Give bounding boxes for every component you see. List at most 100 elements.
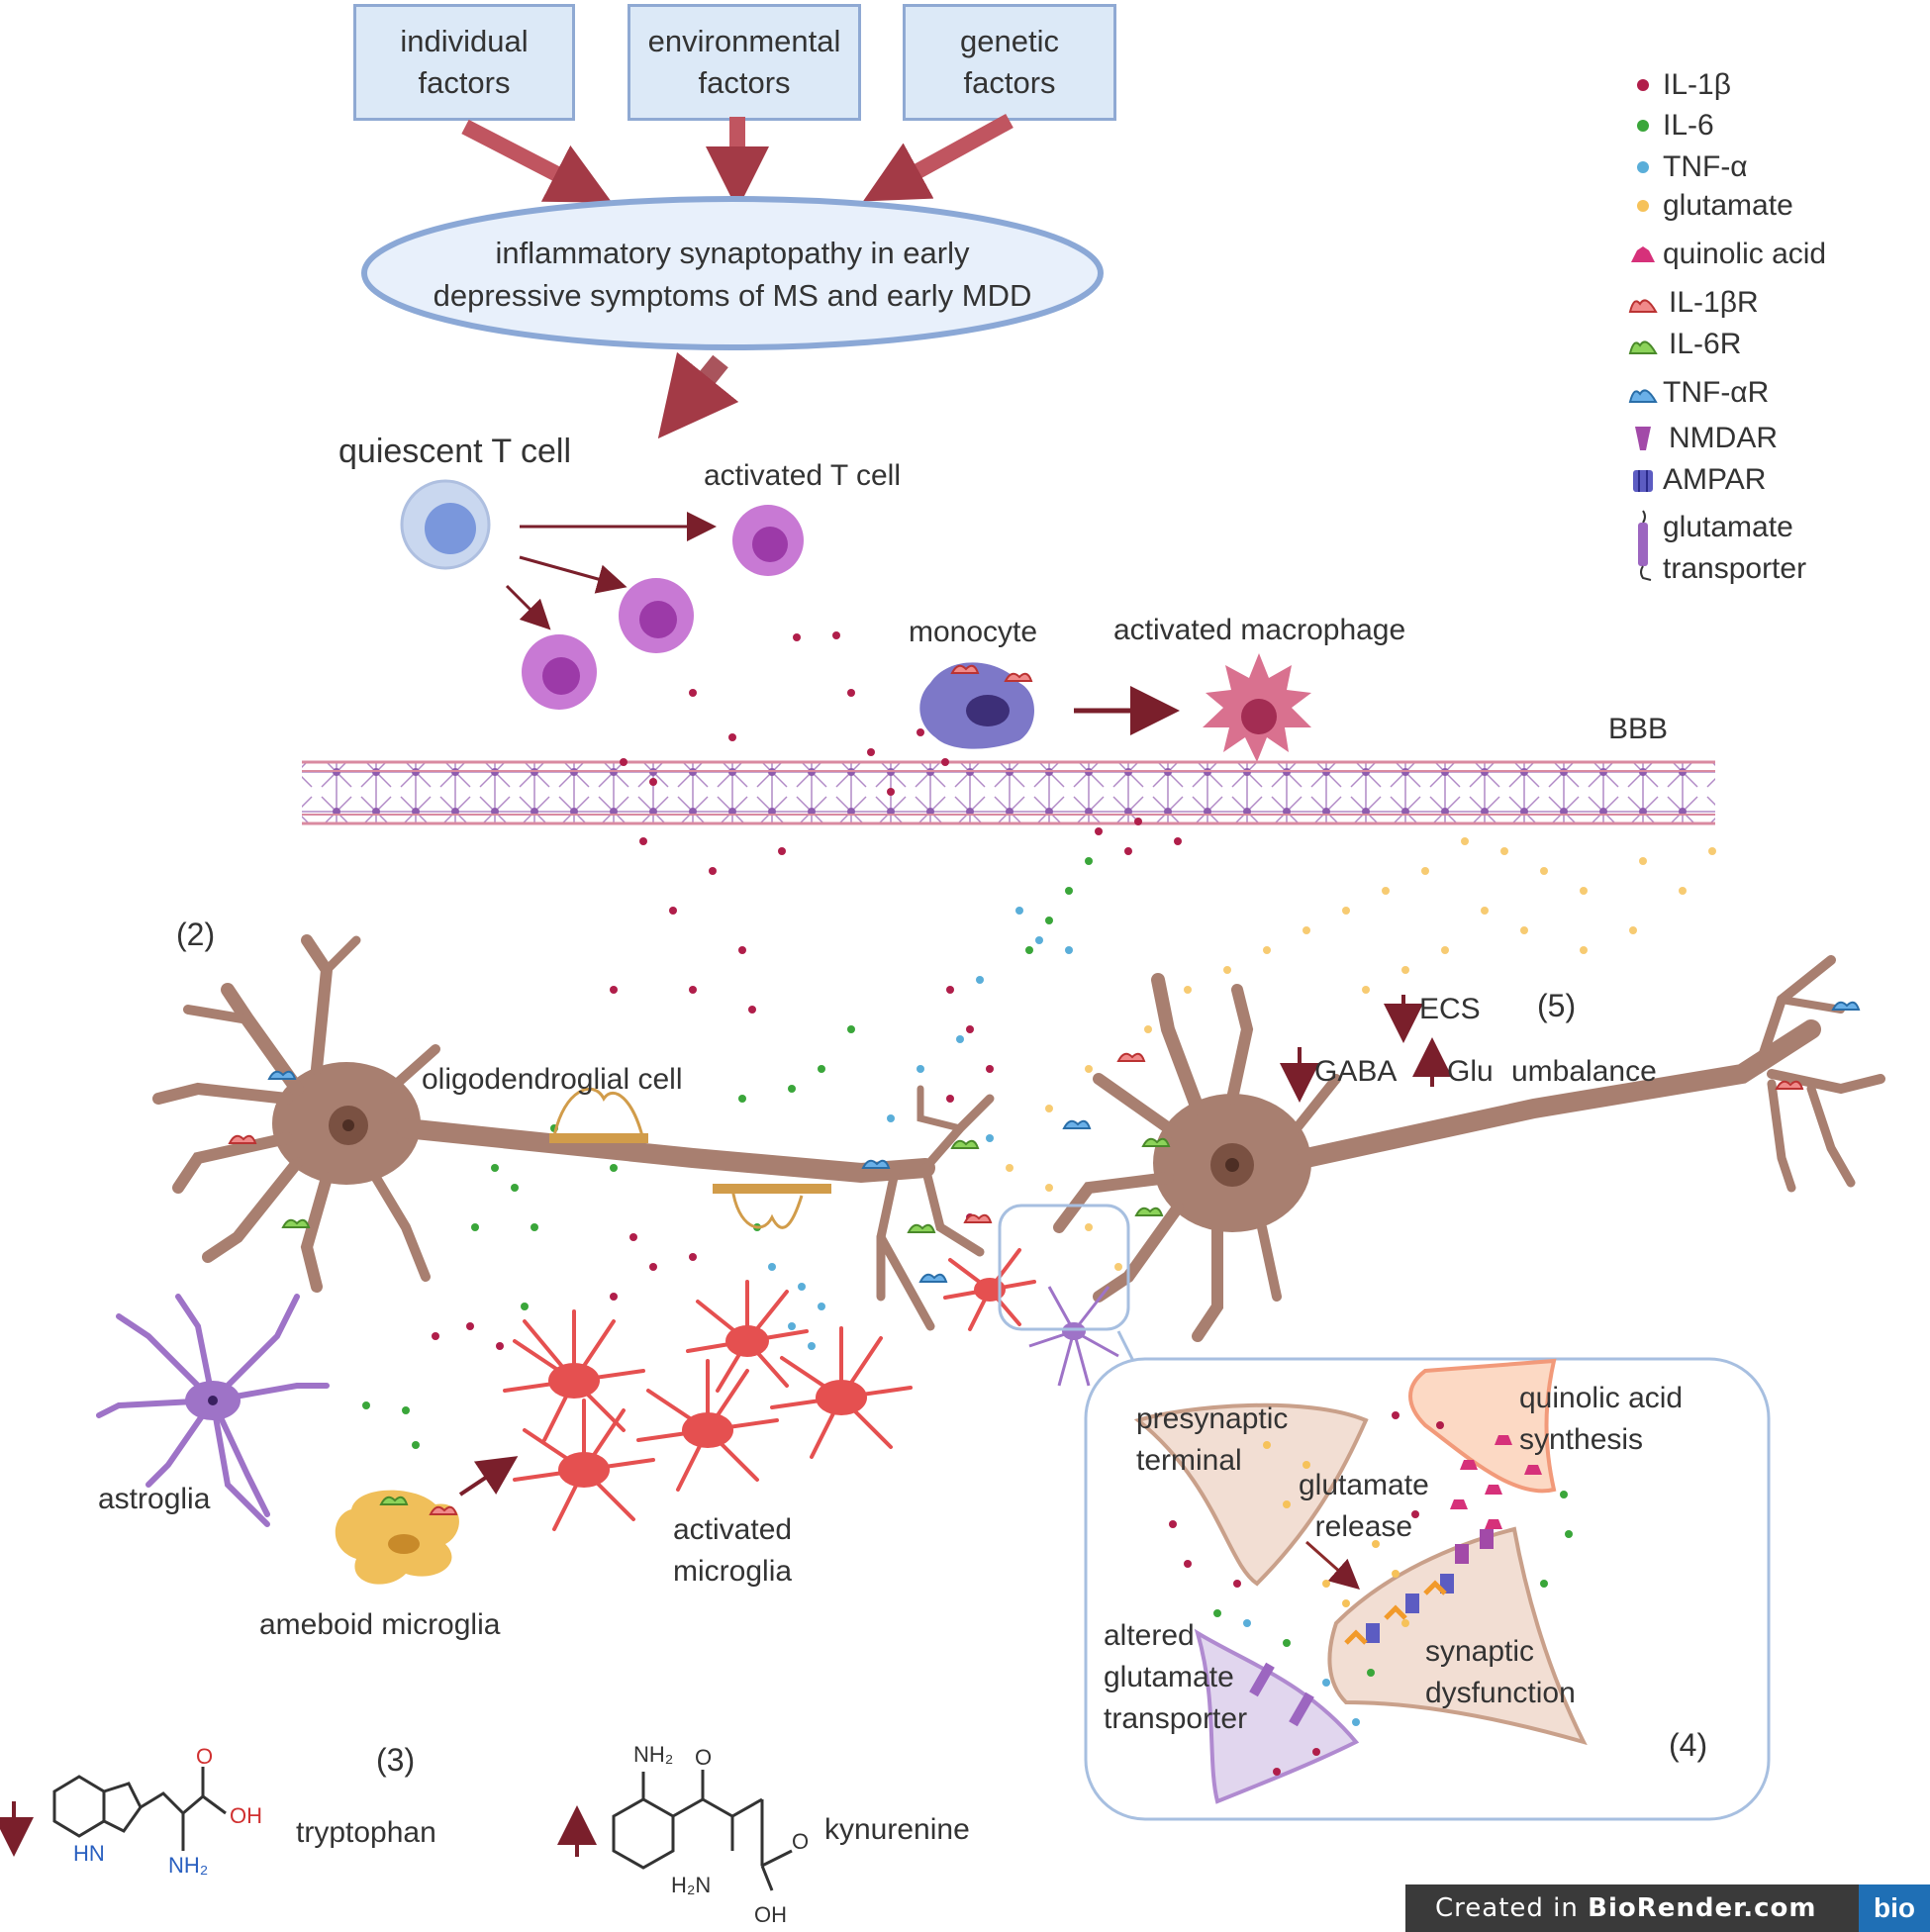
kynurenine-atom-o2: O	[792, 1829, 809, 1854]
t-cell-arrows	[505, 512, 717, 630]
ameboid-microglia-cell	[335, 1490, 459, 1585]
factor-box-genetic: genetic factors	[903, 4, 1116, 121]
kynurenine-structure	[612, 1770, 793, 1891]
legend-label: IL-6R	[1669, 328, 1742, 360]
tryptophan-label: tryptophan	[296, 1816, 436, 1849]
quiescent-t-cell-label: quiescent T cell	[338, 433, 571, 470]
glutamate-release-label: glutamate release	[1299, 1469, 1429, 1543]
legend-item-il6: IL-6	[1623, 108, 1714, 144]
legend-label: AMPAR	[1663, 463, 1767, 496]
glu-label: Glu	[1447, 1055, 1494, 1088]
kynurenine-atom-o: O	[695, 1745, 712, 1770]
small-astroglia	[1028, 1286, 1119, 1387]
legend-label: quinolic acid	[1663, 238, 1827, 270]
macrophage-label: activated macrophage	[1113, 614, 1406, 646]
credit-prefix: Created in	[1435, 1893, 1589, 1923]
legend-item-tnfar: TNF-αR	[1623, 375, 1769, 411]
legend-label: IL-6	[1663, 109, 1714, 142]
legend-label: IL-1β	[1663, 68, 1731, 101]
central-line-2: depressive symptoms of MS and early MDD	[433, 278, 1032, 313]
imbalance-arrows	[1280, 995, 1452, 1103]
legend-label: NMDAR	[1669, 422, 1778, 454]
zoom-frame	[998, 1204, 1130, 1331]
astroglia-label: astroglia	[98, 1483, 211, 1515]
credit-text: Created in BioRender.com	[1405, 1893, 1859, 1923]
umbalance-label: umbalance	[1511, 1055, 1657, 1088]
activated-t-cells	[522, 505, 804, 710]
macrophage-cell	[1203, 653, 1311, 762]
factor-box-individual: individual factors	[353, 4, 575, 121]
legend-item-quinolic-acid: quinolic acid	[1623, 237, 1826, 272]
tryptophan-atom-nh2: NH₂	[168, 1853, 208, 1878]
receptor-icon	[1623, 285, 1663, 321]
factor-arrows	[461, 113, 1013, 210]
transporter-icon	[1623, 507, 1663, 586]
kynurenine-atom-nh2-top: NH₂	[633, 1742, 673, 1767]
right-neuron	[1053, 955, 1885, 1342]
legend-item-glutamate-transporter: glutamate transporter	[1623, 507, 1806, 590]
credit-brand: BioRender.com	[1588, 1893, 1817, 1923]
marker-2: (2)	[176, 917, 216, 952]
receptor-icon	[1623, 327, 1663, 362]
bbb-barrier	[302, 760, 1715, 825]
legend-item-ampar: AMPAR	[1623, 462, 1766, 498]
biorender-credit: Created in BioRender.com bio	[1405, 1884, 1930, 1932]
legend-label: TNF-αR	[1663, 376, 1770, 409]
dot-icon	[1623, 149, 1663, 185]
tryptophan-atom-o: O	[196, 1744, 213, 1769]
legend-label: IL-1βR	[1669, 286, 1759, 319]
oligodendroglial-cell	[549, 1087, 831, 1229]
ellipse-down-arrow	[657, 351, 739, 439]
monocyte-cell	[919, 662, 1034, 749]
oligodendroglial-label: oligodendroglial cell	[422, 1063, 683, 1096]
ampar-icon	[1623, 462, 1663, 498]
trapezoid-icon	[1623, 237, 1663, 272]
dot-icon	[1623, 67, 1663, 103]
nmdar-icon	[1623, 421, 1663, 456]
tryptophan-atom-hn: HN	[73, 1841, 105, 1866]
legend-item-il1b: IL-1β	[1623, 67, 1731, 103]
altered-transporter-label: altered glutamate transporter	[1104, 1619, 1248, 1735]
legend-label: glutamate	[1663, 189, 1793, 222]
legend-item-nmdar: NMDAR	[1623, 421, 1778, 456]
legend-label: glutamate transporter	[1663, 511, 1807, 585]
bbb-label: BBB	[1608, 713, 1669, 745]
microglia-activation-arrow	[458, 1456, 519, 1497]
quiescent-t-cell	[400, 479, 491, 570]
kynurenine-atom-h2n: H₂N	[671, 1873, 711, 1897]
factor-box-environmental: environmental factors	[627, 4, 861, 121]
synaptic-dysfunction-label: synaptic dysfunction	[1425, 1635, 1576, 1709]
biorender-logo: bio	[1859, 1884, 1930, 1932]
legend-label: TNF-α	[1663, 150, 1748, 183]
central-line-1: inflammatory synaptopathy in early	[495, 236, 970, 270]
kynurenine-label: kynurenine	[824, 1813, 970, 1846]
neuron-receptors	[228, 1001, 1861, 1283]
dot-icon	[1623, 108, 1663, 144]
central-ellipse-text: inflammatory synaptopathy in early depre…	[366, 232, 1099, 317]
gaba-label: GABA	[1314, 1055, 1398, 1088]
receptor-icon	[1623, 375, 1663, 411]
presynaptic-terminal-label: presynaptic terminal	[1136, 1402, 1289, 1477]
ecs-label: ECS	[1419, 993, 1481, 1025]
activated-microglia-cells	[503, 1248, 1036, 1531]
astroglia-cell	[96, 1294, 330, 1527]
dot-icon	[1623, 188, 1663, 224]
marker-5: (5)	[1537, 988, 1577, 1023]
legend-item-glutamate: glutamate	[1623, 188, 1793, 224]
tryptophan-atom-oh: OH	[230, 1803, 262, 1828]
tryptophan-structure	[52, 1767, 227, 1851]
central-ellipse	[361, 196, 1104, 350]
legend-item-il6r: IL-6R	[1623, 327, 1741, 362]
activated-t-cell-label: activated T cell	[704, 459, 901, 492]
quinolic-acid-synthesis-label: quinolic acid synthesis	[1519, 1382, 1684, 1456]
inset-synapse	[1133, 1358, 1588, 1804]
legend-item-il1br: IL-1βR	[1623, 285, 1759, 321]
activated-microglia-bodies	[548, 1278, 1006, 1488]
kynurenine-atom-oh: OH	[754, 1902, 787, 1927]
ameboid-microglia-label: ameboid microglia	[259, 1608, 501, 1641]
monocyte-label: monocyte	[909, 616, 1038, 648]
cytokine-dots	[362, 631, 1716, 1449]
marker-4: (4)	[1669, 1727, 1708, 1763]
activated-microglia-label: activated microglia	[673, 1513, 793, 1588]
